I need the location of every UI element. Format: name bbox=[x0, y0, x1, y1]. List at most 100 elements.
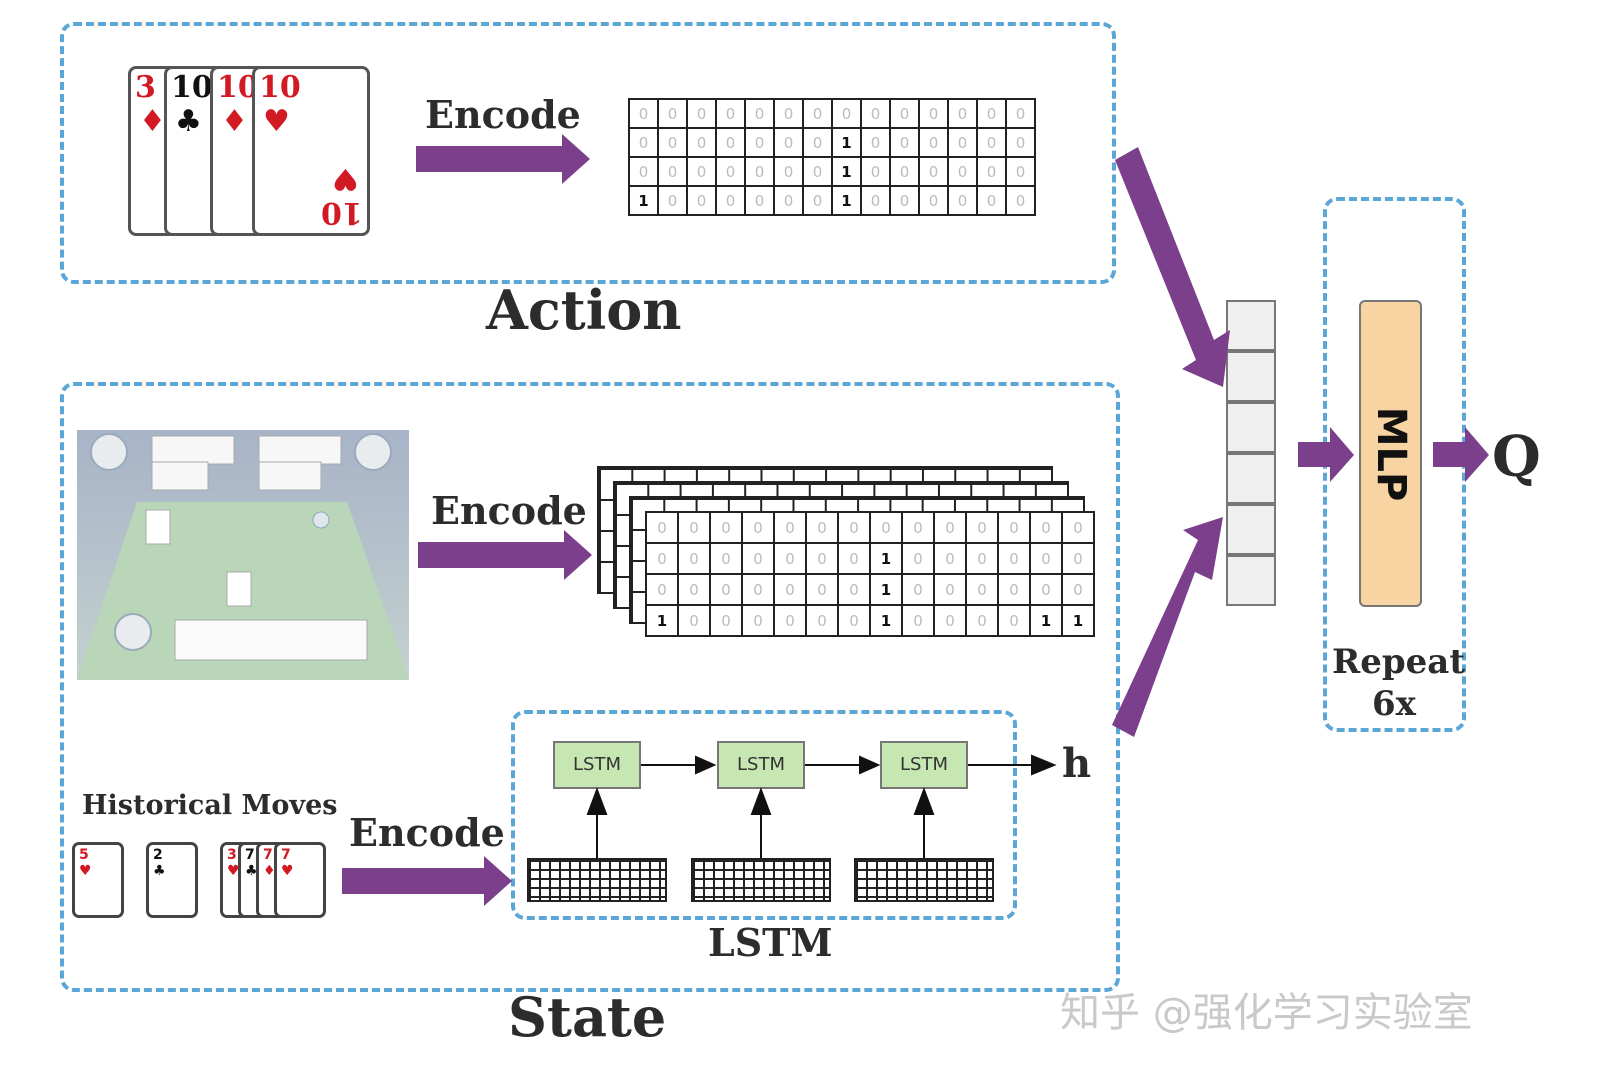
matrix-cell: 1 bbox=[869, 542, 903, 575]
matrix-cell: 1 bbox=[1061, 604, 1095, 637]
matrix-cell: 0 bbox=[677, 542, 711, 575]
matrix-cell: 0 bbox=[715, 185, 746, 216]
vector-cell bbox=[1226, 351, 1276, 402]
matrix-cell: 0 bbox=[901, 511, 935, 544]
matrix-cell: 0 bbox=[677, 511, 711, 544]
matrix-cell: 0 bbox=[837, 604, 871, 637]
history-card-suit-icon: ♥ bbox=[227, 863, 240, 879]
matrix-cell: 0 bbox=[965, 511, 999, 544]
action-box bbox=[60, 22, 1116, 284]
vector-cell bbox=[1226, 402, 1276, 453]
matrix-cell: 0 bbox=[741, 573, 775, 606]
card-suit-icon: ♥ bbox=[263, 104, 290, 139]
matrix-cell: 0 bbox=[709, 573, 743, 606]
card-suit-icon: ♦ bbox=[221, 104, 248, 139]
mlp-block: MLP bbox=[1359, 300, 1422, 607]
matrix-cell: 0 bbox=[1061, 511, 1095, 544]
matrix-cell: 0 bbox=[837, 511, 871, 544]
matrix-cell: 0 bbox=[802, 98, 833, 129]
matrix-cell: 0 bbox=[1005, 127, 1036, 158]
matrix-cell: 0 bbox=[773, 604, 807, 637]
matrix-cell: 0 bbox=[997, 604, 1031, 637]
matrix-cell: 0 bbox=[997, 542, 1031, 575]
matrix-cell: 0 bbox=[933, 542, 967, 575]
matrix-cell: 0 bbox=[889, 127, 920, 158]
matrix-cell: 0 bbox=[831, 98, 862, 129]
matrix-cell: 0 bbox=[686, 156, 717, 187]
matrix-cell: 0 bbox=[860, 156, 891, 187]
matrix-cell: 0 bbox=[965, 542, 999, 575]
matrix-cell: 0 bbox=[645, 511, 679, 544]
matrix-cell: 1 bbox=[869, 573, 903, 606]
matrix-cell: 0 bbox=[947, 98, 978, 129]
history-card: 5♥ bbox=[72, 842, 124, 918]
matrix-cell: 0 bbox=[715, 156, 746, 187]
matrix-cell: 0 bbox=[1029, 511, 1063, 544]
mlp-label: MLP bbox=[1367, 406, 1414, 501]
mlp-to-q-arrow bbox=[1433, 427, 1489, 482]
matrix-cell: 0 bbox=[657, 185, 688, 216]
lstm-input-grid-3 bbox=[854, 858, 994, 902]
matrix-cell: 0 bbox=[860, 127, 891, 158]
matrix-cell: 0 bbox=[1029, 542, 1063, 575]
lstm-cell-3: LSTM bbox=[880, 741, 968, 789]
card-rank: 3 bbox=[135, 70, 156, 105]
matrix-cell: 0 bbox=[918, 98, 949, 129]
matrix-cell: 0 bbox=[677, 604, 711, 637]
matrix-cell: 0 bbox=[947, 127, 978, 158]
matrix-cell: 0 bbox=[657, 98, 688, 129]
matrix-cell: 0 bbox=[933, 573, 967, 606]
matrix-cell: 0 bbox=[997, 573, 1031, 606]
matrix-cell: 0 bbox=[802, 185, 833, 216]
lstm-output-h: h bbox=[1062, 740, 1092, 787]
matrix-cell: 0 bbox=[773, 511, 807, 544]
matrix-cell: 0 bbox=[901, 542, 935, 575]
matrix-cell: 0 bbox=[976, 98, 1007, 129]
matrix-cell: 0 bbox=[773, 185, 804, 216]
matrix-cell: 0 bbox=[1005, 98, 1036, 129]
game-table-image bbox=[77, 430, 409, 680]
lstm-input-grid-2 bbox=[691, 858, 831, 902]
card-rank: 10 bbox=[171, 70, 213, 105]
mlp-output-q: Q bbox=[1492, 424, 1541, 490]
matrix-cell: 0 bbox=[933, 511, 967, 544]
matrix-cell: 0 bbox=[889, 156, 920, 187]
concat-vector bbox=[1226, 300, 1276, 606]
matrix-cell: 0 bbox=[657, 127, 688, 158]
matrix-cell: 1 bbox=[869, 604, 903, 637]
lstm-cell-1: LSTM bbox=[553, 741, 641, 789]
matrix-cell: 0 bbox=[744, 156, 775, 187]
matrix-cell: 0 bbox=[802, 127, 833, 158]
matrix-cell: 0 bbox=[773, 542, 807, 575]
history-card: 2♣ bbox=[146, 842, 198, 918]
matrix-cell: 0 bbox=[901, 573, 935, 606]
historical-moves-label: Historical Moves bbox=[82, 790, 338, 821]
history-encode-arrow bbox=[342, 856, 512, 906]
repeat-count: 6x bbox=[1372, 684, 1416, 724]
matrix-cell: 0 bbox=[773, 573, 807, 606]
matrix-cell: 1 bbox=[831, 156, 862, 187]
matrix-cell: 0 bbox=[997, 511, 1031, 544]
state-encode-arrow bbox=[418, 530, 592, 580]
matrix-cell: 0 bbox=[918, 127, 949, 158]
matrix-cell: 0 bbox=[1005, 156, 1036, 187]
action-encode-arrow bbox=[416, 134, 590, 184]
matrix-cell: 0 bbox=[1005, 185, 1036, 216]
action-to-vector-arrow bbox=[1115, 147, 1230, 387]
repeat-label: Repeat bbox=[1332, 642, 1466, 682]
history-card-suit-icon: ♣ bbox=[245, 863, 258, 879]
lstm-input-grid-1 bbox=[527, 858, 667, 902]
lstm-cell-2: LSTM bbox=[717, 741, 805, 789]
matrix-cell: 1 bbox=[831, 185, 862, 216]
state-box bbox=[60, 382, 1120, 992]
matrix-cell: 0 bbox=[889, 98, 920, 129]
game-screenshot bbox=[77, 430, 409, 680]
history-card-rank: 5 bbox=[79, 847, 89, 863]
matrix-cell: 0 bbox=[645, 573, 679, 606]
matrix-cell: 0 bbox=[709, 604, 743, 637]
